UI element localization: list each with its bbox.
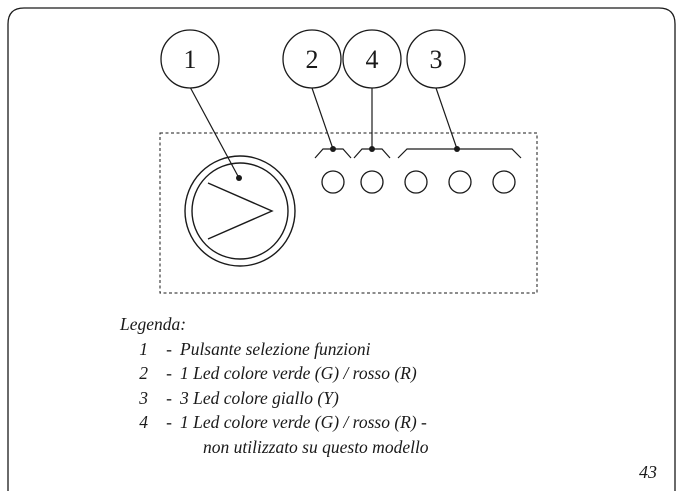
led-1 xyxy=(321,170,345,194)
callout-4-label: 4 xyxy=(366,45,379,74)
legend-item-number: 4 xyxy=(139,412,148,432)
legend-item-number: 3 xyxy=(139,387,148,408)
function-button xyxy=(184,155,296,267)
legend-item: 1 - Pulsante selezione funzioni xyxy=(120,337,429,362)
legend-item-separator: - xyxy=(166,412,172,432)
callout-4: 4 xyxy=(342,29,402,89)
legend-title: Legenda: xyxy=(120,314,187,334)
leader-line-3 xyxy=(435,87,458,150)
legend-item: 2 - 1 Led colore verde (G) / rosso (R) xyxy=(120,361,429,386)
legend: Legenda: 1 - Pulsante selezione funzioni… xyxy=(120,312,429,459)
led-3 xyxy=(404,170,428,194)
callout-3-label: 3 xyxy=(430,45,443,74)
callout-2: 2 xyxy=(282,29,342,89)
legend-item-text: 1 Led colore verde (G) / rosso (R) xyxy=(180,363,417,383)
legend-item: 3 - 3 Led colore giallo (Y) xyxy=(120,386,429,411)
legend-item-continuation: non utilizzato su questo modello xyxy=(203,436,429,457)
callout-1-label: 1 xyxy=(184,45,197,74)
chevron-right-icon xyxy=(207,182,274,240)
legend-item-text: 3 Led colore giallo (Y) xyxy=(180,387,339,408)
leader-line-2 xyxy=(311,87,334,150)
legend-item-number: 2 xyxy=(139,363,148,383)
legend-item-text: 1 Led colore verde (G) / rosso (R) - xyxy=(180,412,427,432)
leader-line-1 xyxy=(189,86,240,179)
led-row xyxy=(321,170,516,194)
callout-3: 3 xyxy=(406,29,466,89)
callout-1: 1 xyxy=(160,29,220,89)
legend-item-separator: - xyxy=(166,338,172,359)
legend-item-separator: - xyxy=(166,363,172,383)
legend-item-separator: - xyxy=(166,387,172,408)
callout-2-label: 2 xyxy=(306,45,319,74)
legend-item: 4 - 1 Led colore verde (G) / rosso (R) - xyxy=(120,410,429,435)
page-number: 43 xyxy=(639,462,657,482)
panel-outline xyxy=(159,132,538,294)
legend-item-text: Pulsante selezione funzioni xyxy=(180,338,371,359)
led-4 xyxy=(448,170,472,194)
led-5 xyxy=(492,170,516,194)
page-frame xyxy=(7,7,676,491)
led-2 xyxy=(360,170,384,194)
legend-item-number: 1 xyxy=(139,338,148,359)
